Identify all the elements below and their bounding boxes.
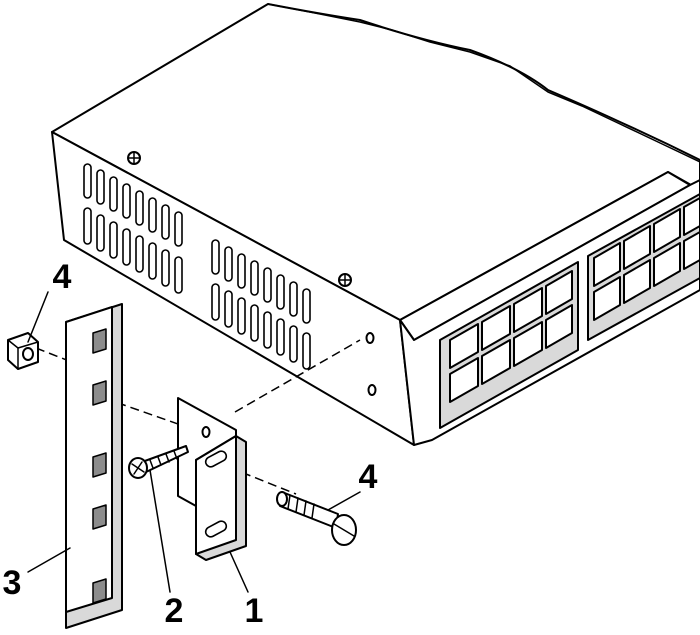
cage-nut [7,332,39,370]
callout-4-right: 4 [359,458,378,496]
rack-rail [65,303,123,629]
callout-4-top: 4 [53,258,72,296]
rj45-port-panel-left [439,261,579,429]
leader-lines [27,291,361,593]
rack-screw [276,491,357,546]
vent-slots [83,163,311,370]
bracket-screw [128,445,189,479]
callout-1: 1 [245,592,264,630]
callout-2: 2 [165,592,184,630]
rj45-port-panel-right [587,193,700,341]
mounting-bracket [177,397,247,561]
callout-3: 3 [3,564,22,602]
switch-chassis [51,3,700,446]
